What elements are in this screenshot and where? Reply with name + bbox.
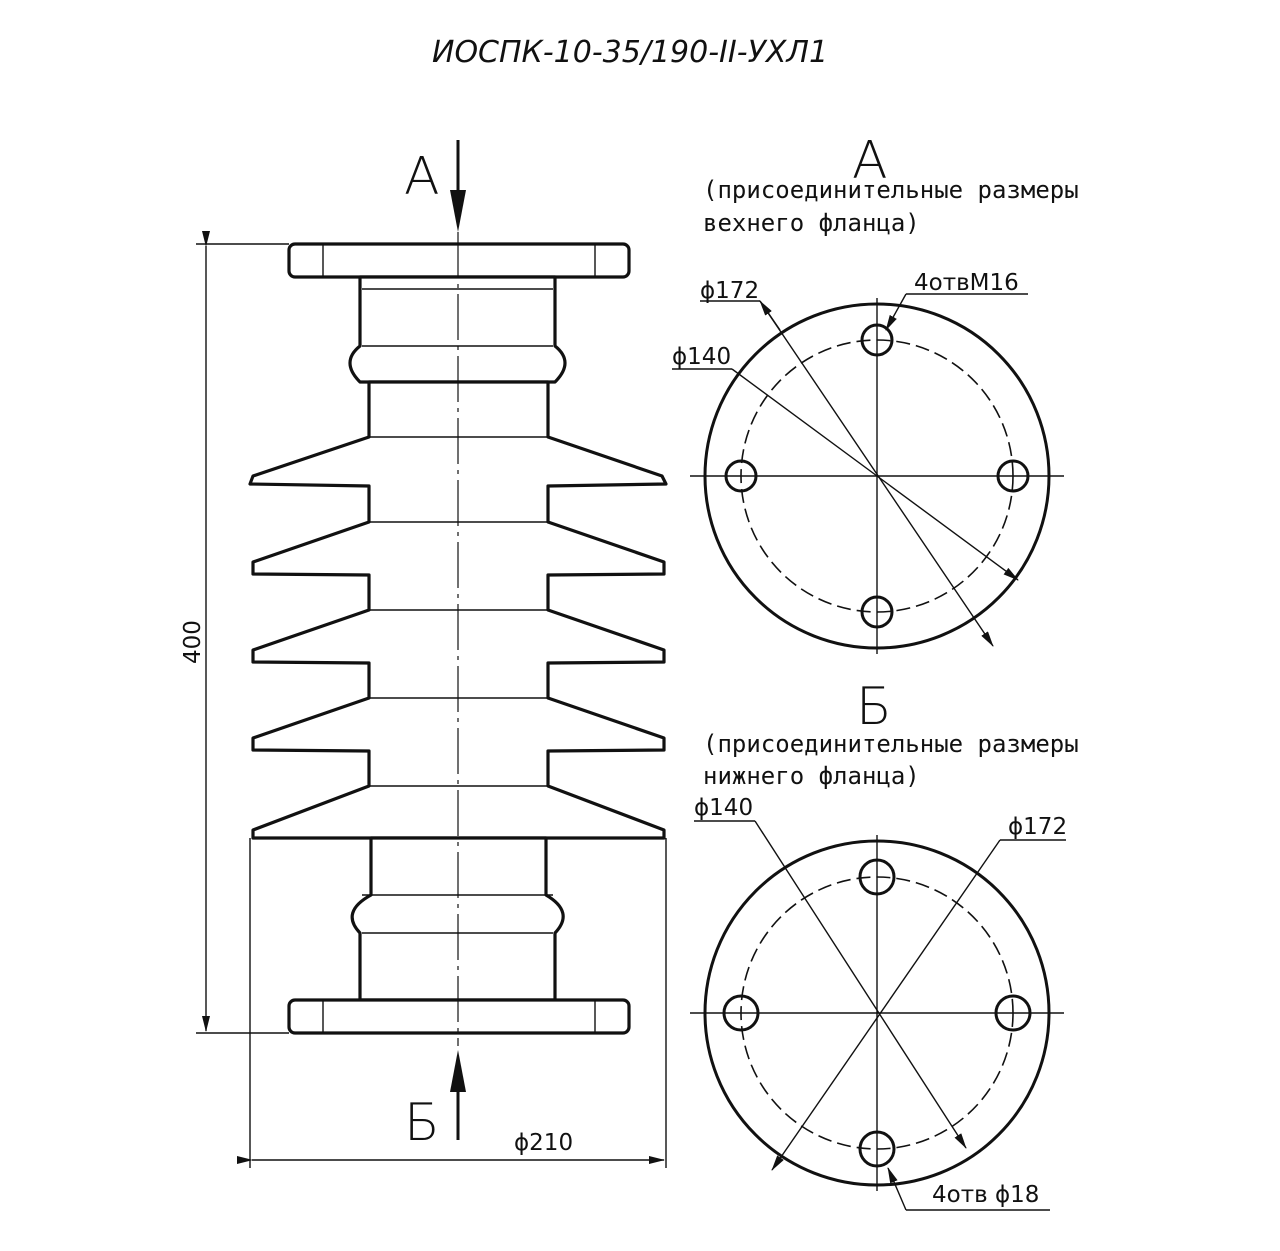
drawing-title: ИОСПК-10-35/190-II-УХЛ1 [432, 35, 828, 70]
view-a-hole-left [724, 459, 758, 493]
side-view-a-label: А [404, 147, 440, 207]
diameter-dimension: ϕ210 [514, 1130, 573, 1156]
view-a-holes-dim: 4отвМ16 [914, 270, 1019, 296]
view-b-note-line1: (присоединительные размеры [703, 730, 1079, 758]
view-a: А (присоединительные размеры вехнего фла… [672, 131, 1079, 654]
lower-flange [287, 998, 631, 1035]
view-b-note-line2: нижнего фланца) [703, 762, 920, 790]
view-b-label: Б [856, 677, 892, 737]
view-b-hole-left [722, 994, 760, 1032]
height-dimension: 400 [180, 620, 206, 664]
view-b-bolt-holes [722, 858, 1032, 1168]
view-b: Б (присоединительные размеры нижнего фла… [690, 677, 1079, 1211]
view-a-hole-right [996, 459, 1030, 493]
view-a-note-line2: вехнего фланца) [703, 209, 920, 237]
upper-flange [287, 242, 631, 279]
view-b-hole-right [994, 994, 1032, 1032]
view-a-inner-dim: ϕ140 [672, 344, 731, 370]
view-b-inner-dim: ϕ140 [694, 795, 753, 821]
view-b-outer-dim: ϕ172 [1008, 814, 1067, 840]
view-b-holes-dim: 4отв ϕ18 [932, 1182, 1039, 1208]
view-b-hole-bottom [858, 1130, 896, 1168]
side-view-b-label: Б [404, 1093, 440, 1153]
view-b-hole-top [858, 858, 896, 896]
view-a-label: А [852, 131, 888, 191]
view-b-arrow [450, 1050, 466, 1092]
view-a-hole-bottom [860, 595, 894, 629]
view-a-note-line1: (присоединительные размеры [703, 176, 1079, 204]
view-a-outer-dim: ϕ172 [700, 278, 759, 304]
view-a-hole-top [860, 323, 894, 357]
side-view: А Б 400 ϕ210 [180, 140, 668, 1168]
view-a-arrow [450, 190, 466, 232]
view-a-bolt-holes [724, 323, 1030, 629]
